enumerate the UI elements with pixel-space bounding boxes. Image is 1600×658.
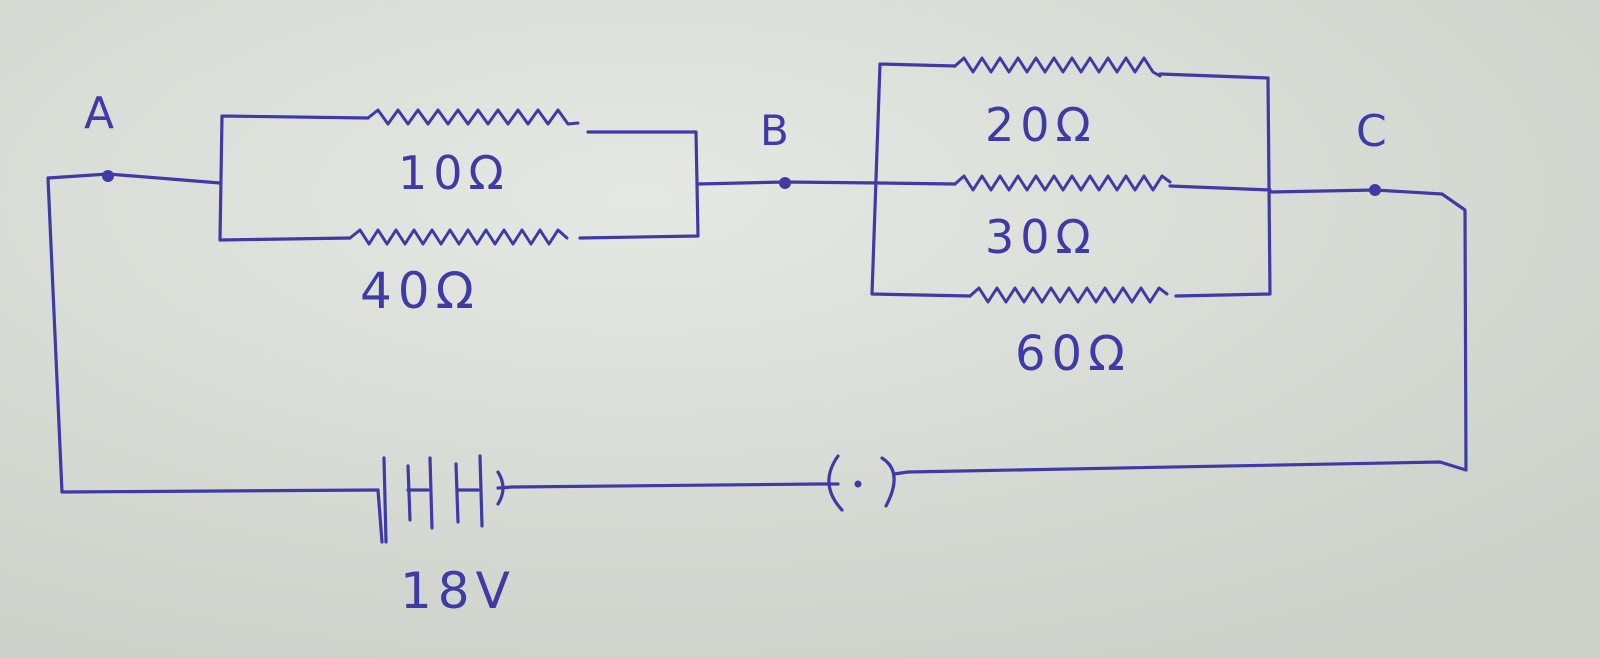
battery-key-wire	[510, 482, 822, 489]
node-c-dot	[1369, 184, 1381, 196]
node-c-label: C	[1356, 106, 1393, 157]
plug-key-symbol	[818, 454, 910, 512]
resistor-10-zigzag	[366, 108, 580, 126]
resistor-20-zigzag	[953, 56, 1162, 78]
node-a-dot	[102, 170, 114, 182]
battery-voltage-label: 18V	[400, 562, 516, 620]
node-b-dot	[779, 177, 791, 189]
ab-network-frame	[218, 114, 700, 242]
resistor-10-label: 10Ω	[398, 146, 510, 200]
resistor-40-label: 40Ω	[360, 262, 480, 320]
resistor-40-zigzag	[348, 228, 569, 246]
resistor-60-zigzag	[968, 286, 1169, 304]
battery-symbol	[376, 454, 514, 544]
bc-network-frame	[870, 62, 1272, 298]
node-b-label: B	[760, 106, 795, 155]
resistor-60-label: 60Ω	[1015, 326, 1131, 382]
resistor-30-zigzag	[953, 174, 1172, 192]
node-a-label: A	[84, 88, 121, 139]
resistor-20-label: 20Ω	[985, 98, 1097, 152]
resistor-30-label: 30Ω	[985, 210, 1097, 264]
